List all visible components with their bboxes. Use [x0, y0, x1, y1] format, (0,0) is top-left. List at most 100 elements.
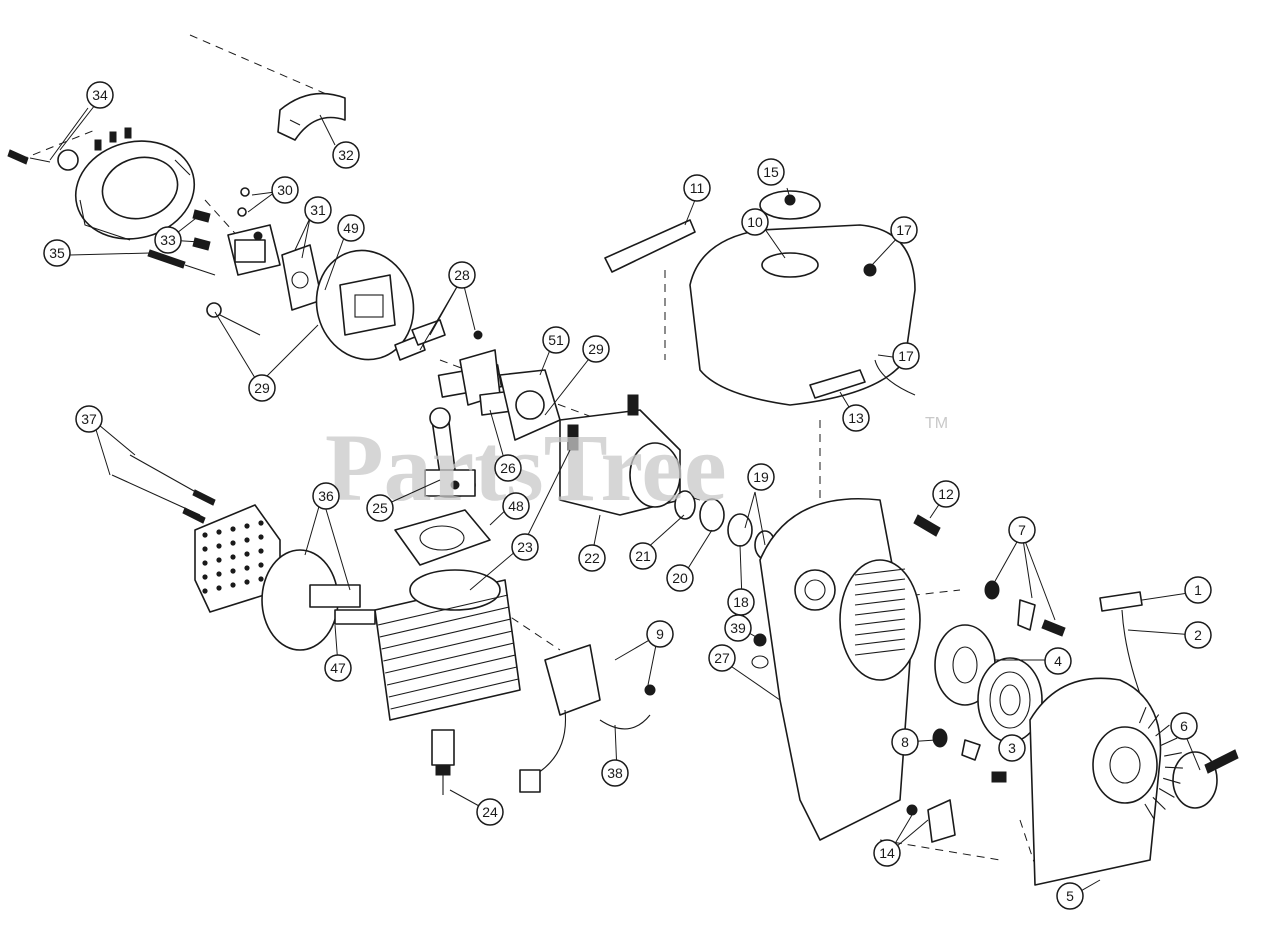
flywheel-blade [854, 588, 906, 596]
callout-6: 6 [1170, 712, 1198, 740]
callout-21: 21 [629, 542, 657, 570]
part-28-clips [394, 319, 483, 361]
svg-text:20: 20 [672, 570, 688, 586]
part-36-screen [261, 549, 376, 651]
svg-text:10: 10 [747, 214, 763, 230]
muffler-hole [230, 554, 236, 560]
part-37-bolts [111, 454, 216, 524]
flywheel-blade [854, 578, 906, 586]
flywheel-blade [854, 608, 906, 616]
cylinder-fin [388, 666, 518, 698]
svg-text:8: 8 [901, 734, 909, 750]
svg-text:34: 34 [92, 87, 108, 103]
starter-fin [1164, 752, 1182, 757]
trademark-symbol: TM [925, 415, 948, 432]
muffler-hole [258, 520, 264, 526]
callout-17-lower: 17 [892, 342, 920, 370]
part-39-washer [751, 633, 769, 669]
callout-2: 2 [1184, 621, 1212, 649]
callout-8: 8 [891, 728, 919, 756]
svg-text:5: 5 [1066, 888, 1074, 904]
callout-14: 14 [873, 839, 901, 867]
svg-text:33: 33 [160, 232, 176, 248]
part-carburetor [147, 187, 281, 336]
callout-17-top: 17 [890, 216, 918, 244]
svg-text:36: 36 [318, 488, 334, 504]
starter-fin [1138, 706, 1147, 724]
svg-text:27: 27 [714, 650, 730, 666]
starter-fin [1163, 777, 1181, 784]
part-14-bracket [906, 799, 956, 843]
muffler-hole [244, 565, 250, 571]
svg-text:29: 29 [254, 380, 270, 396]
svg-text:24: 24 [482, 804, 498, 820]
svg-text:1: 1 [1194, 582, 1202, 598]
callout-49: 49 [337, 214, 365, 242]
callout-20: 20 [666, 564, 694, 592]
callout-31: 31 [304, 196, 332, 224]
muffler-hole [202, 532, 208, 538]
callout-30: 30 [271, 176, 299, 204]
muffler-hole [244, 537, 250, 543]
callout-28: 28 [448, 261, 476, 289]
callout-23: 23 [511, 533, 539, 561]
callout-29-right: 29 [582, 335, 610, 363]
svg-text:23: 23 [517, 539, 533, 555]
part-12-bolt [913, 514, 941, 537]
callout-36: 36 [312, 482, 340, 510]
callout-3: 3 [998, 734, 1026, 762]
svg-text:6: 6 [1180, 718, 1188, 734]
muffler-hole [258, 562, 264, 568]
part-32-shroud [277, 92, 346, 141]
part-13-strap [809, 369, 866, 399]
svg-text:39: 39 [730, 620, 746, 636]
callout-35: 35 [43, 239, 71, 267]
callout-48: 48 [502, 492, 530, 520]
svg-text:14: 14 [879, 845, 895, 861]
part-11-strap [604, 219, 696, 273]
cylinder-fin [386, 654, 516, 686]
callout-1: 1 [1184, 576, 1212, 604]
muffler-hole [258, 534, 264, 540]
svg-text:17: 17 [898, 348, 914, 364]
svg-text:3: 3 [1008, 740, 1016, 756]
part-49-filter-base [315, 249, 415, 361]
callout-26: 26 [494, 454, 522, 482]
muffler-hole [244, 523, 250, 529]
muffler-hole [202, 588, 208, 594]
muffler-hole [230, 568, 236, 574]
svg-text:32: 32 [338, 147, 354, 163]
muffler-hole [230, 526, 236, 532]
callout-5: 5 [1056, 882, 1084, 910]
muffler-hole [216, 543, 222, 549]
callout-10: 10 [741, 208, 769, 236]
callout-7: 7 [1008, 516, 1036, 544]
muffler-hole [244, 579, 250, 585]
callout-layer: 34 32 30 31 49 33 35 29 28 51 29 26 11 1… [43, 81, 1212, 910]
callout-15: 15 [757, 158, 785, 186]
svg-text:35: 35 [49, 245, 65, 261]
callout-25: 25 [366, 494, 394, 522]
callout-29-left: 29 [248, 374, 276, 402]
svg-text:15: 15 [763, 164, 779, 180]
muffler-hole [202, 546, 208, 552]
svg-text:2: 2 [1194, 627, 1202, 643]
muffler-hole [230, 540, 236, 546]
svg-text:38: 38 [607, 765, 623, 781]
callout-9: 9 [646, 620, 674, 648]
flywheel-blade [854, 568, 906, 576]
part-23-cylinder [374, 569, 521, 721]
part-3-spring [977, 657, 1043, 743]
cylinder-fin [377, 594, 509, 626]
callout-4: 4 [1044, 647, 1072, 675]
svg-text:28: 28 [454, 267, 470, 283]
svg-text:7: 7 [1018, 522, 1026, 538]
svg-text:25: 25 [372, 500, 388, 516]
callout-32: 32 [332, 141, 360, 169]
muffler-hole [202, 560, 208, 566]
callout-27: 27 [708, 644, 736, 672]
callout-11: 11 [683, 174, 711, 202]
muffler-hole [258, 576, 264, 582]
svg-text:31: 31 [310, 202, 326, 218]
